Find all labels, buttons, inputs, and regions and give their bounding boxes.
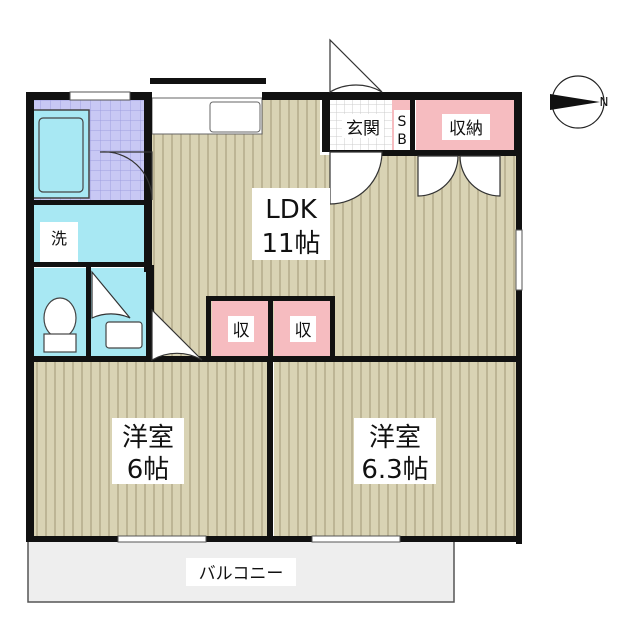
north-arrow-icon: N [550, 75, 609, 129]
room-right-label-bg [354, 418, 436, 484]
storage-label: 収納 [449, 119, 483, 139]
closet-left-label-bg [228, 316, 254, 342]
ldk-label: LDK [265, 195, 318, 225]
north-label: N [600, 95, 609, 109]
entrance-label-bg [342, 114, 384, 138]
walls [26, 78, 522, 544]
balcony-label-bg [186, 558, 296, 586]
entrance-label: 玄関 [346, 119, 380, 139]
window-balcony-left [117, 535, 207, 543]
toilet-tank [43, 333, 77, 353]
closet-left-label: 収 [233, 321, 250, 341]
balcony-label: バルコニー [199, 564, 284, 584]
shoebox-label-bg [394, 110, 410, 150]
room-left-label-bg [112, 418, 184, 484]
washbasin [105, 321, 143, 349]
room-right-label: 洋室 [369, 423, 421, 453]
kitchen-sink [209, 101, 261, 133]
window-north-bath [69, 91, 131, 101]
shoebox-label-1: S [398, 114, 407, 130]
room-left-size: 6帖 [127, 455, 170, 485]
window-balcony-right [311, 535, 401, 543]
shoebox-label-2: B [397, 132, 407, 148]
window-east [515, 229, 523, 291]
closet-right-label: 収 [295, 321, 312, 341]
storage-label-bg [442, 114, 490, 140]
laundry-label: 洗 [51, 229, 67, 248]
room-left-label: 洋室 [122, 423, 174, 453]
bathtub-inner [38, 117, 84, 193]
ldk-label-bg [252, 188, 330, 260]
closet-right-label-bg [290, 316, 316, 342]
doors [91, 38, 501, 362]
toilet-bowl [43, 297, 77, 339]
laundry-label-bg [40, 222, 78, 262]
room-right-size: 6.3帖 [361, 455, 428, 485]
ldk-size: 11帖 [261, 229, 320, 259]
